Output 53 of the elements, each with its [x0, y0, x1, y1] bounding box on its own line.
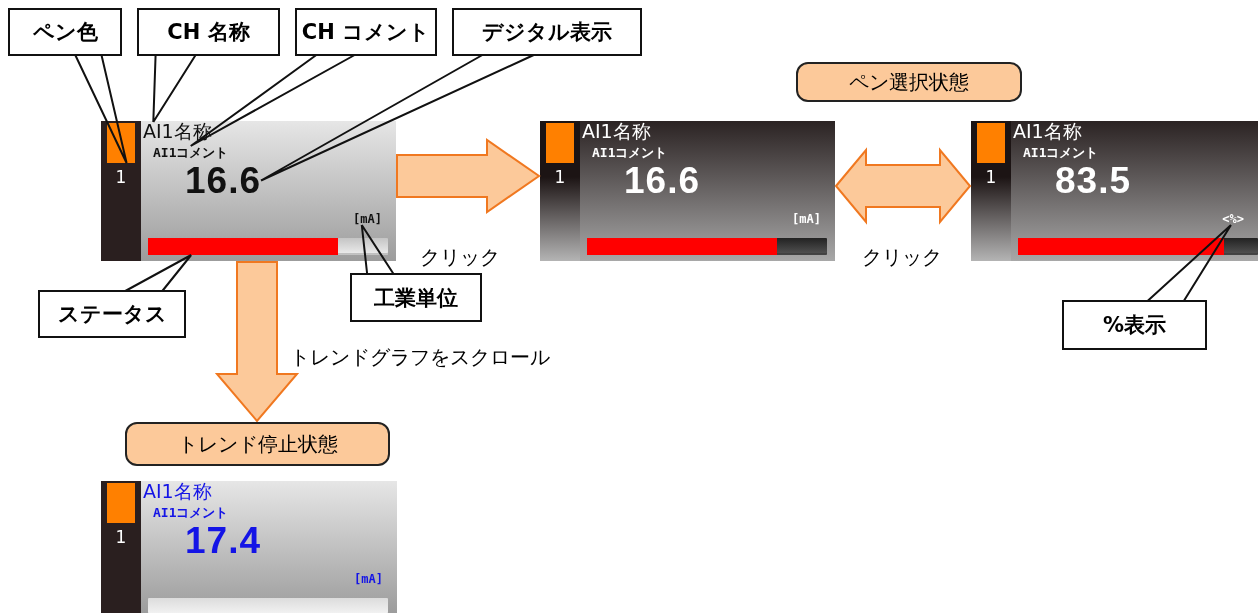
display-panel: [971, 121, 1258, 261]
pen-color-swatch: [107, 483, 135, 523]
unit-label: [mA]: [353, 213, 382, 225]
channel-comment: AI1コメント: [1023, 146, 1099, 159]
leader-line: [152, 54, 197, 123]
block-arrow: [214, 261, 300, 423]
callout-label: %表示: [1062, 300, 1207, 350]
state-heading: トレンド停止状態: [125, 422, 390, 466]
callout-label: CH コメント: [295, 8, 437, 56]
edge-label: クリック: [862, 247, 942, 267]
unit-label: [mA]: [354, 573, 383, 585]
block-arrow: [396, 138, 541, 214]
callout-label: ステータス: [38, 290, 186, 338]
leader-line: [260, 54, 535, 182]
channel-name: AI1名称: [143, 122, 212, 141]
channel-comment: AI1コメント: [592, 146, 668, 159]
leader-line: [1146, 224, 1232, 302]
status-bar: [148, 238, 388, 255]
unit-label: [mA]: [792, 213, 821, 225]
callout-label: 工業単位: [350, 273, 482, 322]
callout-label: CH 名称: [137, 8, 280, 56]
status-bar: [148, 598, 388, 613]
edge-label: トレンドグラフをスクロール: [290, 347, 550, 367]
channel-number: 1: [101, 529, 141, 546]
display-panel: [540, 121, 835, 261]
channel-number: 1: [540, 169, 580, 186]
leader-line: [360, 224, 395, 275]
state-heading: ペン選択状態: [796, 62, 1022, 102]
leader-line: [124, 254, 193, 292]
digital-value: 17.4: [185, 522, 261, 559]
status-bar: [1018, 238, 1258, 255]
callout-label: ペン色: [8, 8, 122, 56]
digital-value: 16.6: [185, 162, 261, 199]
display-panel: [101, 121, 396, 261]
channel-name: AI1名称: [582, 122, 651, 141]
callout-label: デジタル表示: [452, 8, 642, 56]
pen-color-swatch: [546, 123, 574, 163]
channel-comment: AI1コメント: [153, 146, 229, 159]
display-panel: [101, 481, 397, 613]
channel-comment: AI1コメント: [153, 506, 229, 519]
digital-value: 16.6: [624, 162, 700, 199]
unit-label: <%>: [1222, 213, 1244, 225]
pen-color-swatch: [977, 123, 1005, 163]
edge-label: クリック: [420, 247, 500, 267]
status-bar: [587, 238, 827, 255]
channel-name: AI1名称: [143, 482, 212, 501]
leader-line: [189, 54, 356, 147]
double-block-arrow: [834, 147, 972, 225]
leader-line: [74, 54, 128, 164]
channel-name: AI1名称: [1013, 122, 1082, 141]
digital-value: 83.5: [1055, 162, 1131, 199]
channel-number: 1: [101, 169, 141, 186]
channel-number: 1: [971, 169, 1011, 186]
